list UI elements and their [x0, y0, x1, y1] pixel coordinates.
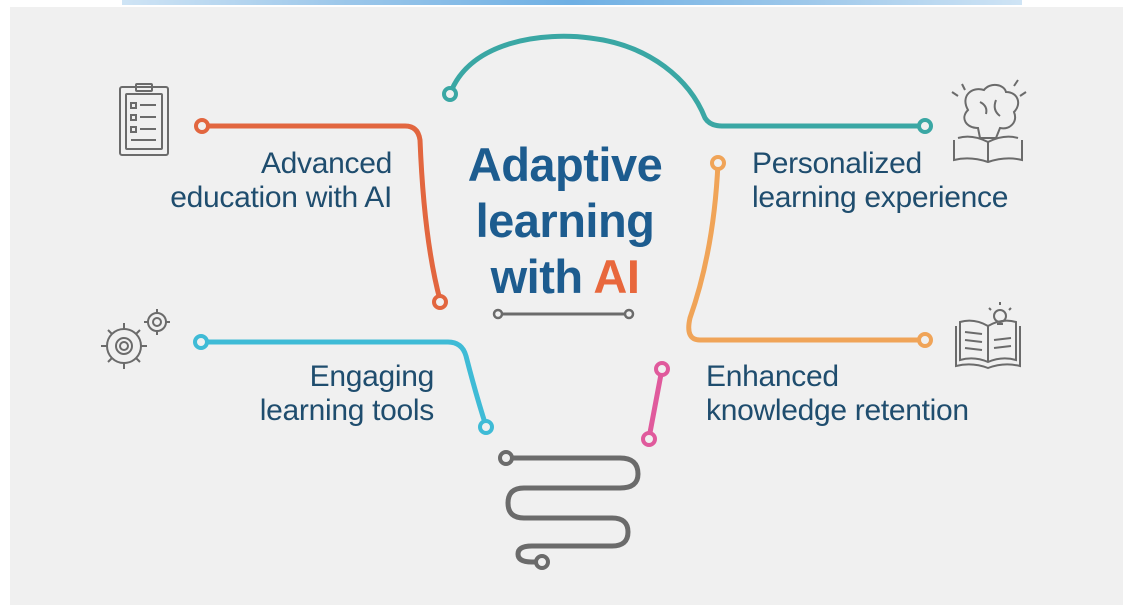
bulb-base-coil: [503, 455, 641, 565]
background-panel: [10, 7, 1123, 605]
book-lightbulb-icon: [955, 302, 1021, 370]
title-line-2: learning: [475, 194, 655, 247]
feature-label-line: learning tools: [259, 394, 435, 427]
title-line-1: Adaptive: [467, 138, 663, 191]
teal-connector-line: [447, 33, 928, 129]
feature-advanced-education: Advanced education with AI: [120, 147, 392, 215]
feature-label-line: Advanced: [260, 147, 392, 180]
bulb-base-dot: [534, 554, 550, 570]
bulb-base-dot: [498, 450, 514, 466]
orange-red-connector-dot: [194, 118, 210, 134]
pink-connector-line: [646, 366, 665, 441]
feature-label-line: learning experience: [752, 181, 1009, 214]
title-line-3: with AI: [440, 249, 690, 305]
title-divider: [492, 308, 635, 320]
cyan-connector-line: [198, 339, 489, 429]
main-title: Adaptive learning with AI: [440, 137, 690, 305]
orange-red-connector-line: [199, 123, 443, 303]
cyan-connector-dot: [193, 334, 209, 350]
orange-connector-dot: [710, 155, 726, 171]
orange-red-connector-dot: [432, 294, 448, 310]
feature-label-line: Enhanced: [706, 360, 839, 393]
pink-connector-dot: [654, 361, 670, 377]
gears-icon: [101, 309, 170, 369]
orange-connector-dot: [917, 332, 933, 348]
teal-connector-dot: [442, 86, 458, 102]
orange-connector-line: [686, 160, 928, 343]
cyan-connector-dot: [478, 419, 494, 435]
feature-engaging-tools: Engaging learning tools: [200, 360, 435, 428]
top-banner-strip: [122, 0, 1022, 5]
pink-connector-dot: [641, 431, 657, 447]
teal-connector-dot: [917, 118, 933, 134]
title-line-3-prefix: with: [490, 250, 594, 303]
feature-label-line: Engaging: [309, 360, 435, 393]
feature-label-line: education with AI: [170, 181, 392, 214]
feature-label-line: Personalized: [752, 147, 922, 180]
title-accent-ai: AI: [593, 250, 640, 303]
clipboard-checklist-icon: [119, 83, 169, 156]
brain-book-icon: [951, 79, 1027, 164]
feature-enhanced-retention: Enhanced knowledge retention: [706, 360, 1006, 428]
feature-personalized-learning: Personalized learning experience: [752, 147, 1052, 215]
feature-label-line: knowledge retention: [706, 394, 969, 427]
